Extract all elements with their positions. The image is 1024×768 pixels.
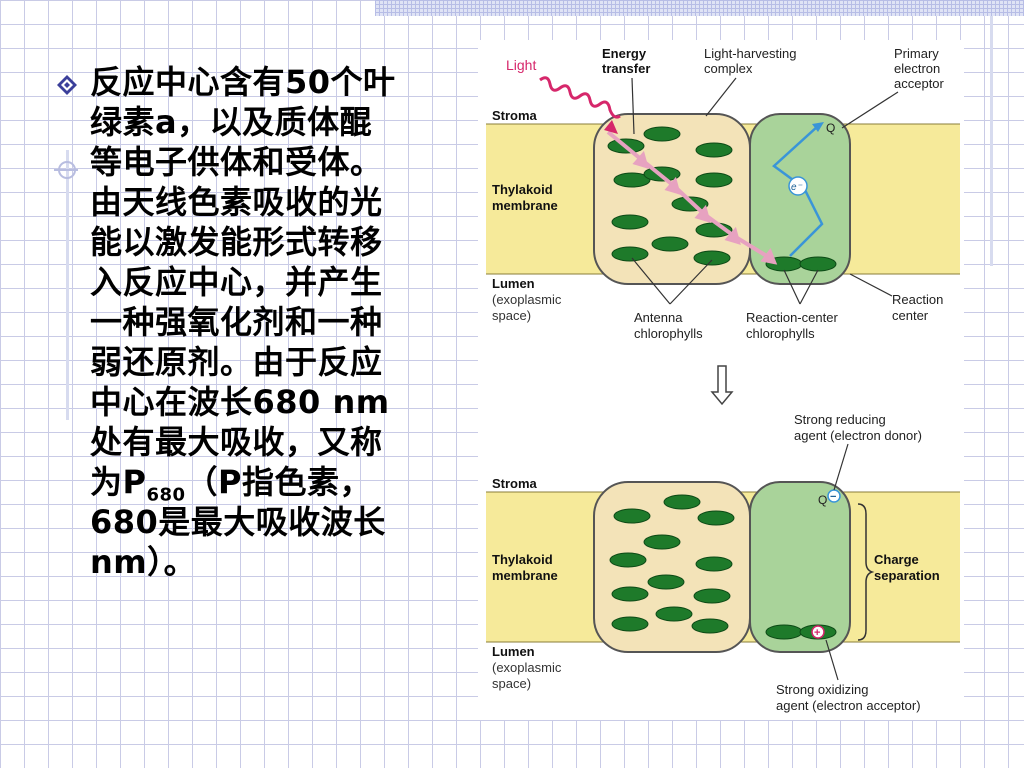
text-line: 能以激发能形式转移: [90, 223, 383, 261]
text-line: 绿素a，以及质体醌: [90, 103, 373, 141]
reaction-center-protein-b: [749, 481, 851, 653]
chlorophyll: [695, 142, 733, 158]
charge-separation-brace: [857, 503, 875, 641]
electron-path-arrowhead: [812, 122, 824, 132]
text-line: 处有最大吸收，又称: [90, 423, 383, 461]
chlorophyll: [651, 236, 689, 252]
charge-separation-label: Charge separation: [874, 552, 940, 583]
chlorophyll: [693, 250, 731, 266]
photosystem-figure: e⁻ Q Light Energy transfer Light-harvest…: [478, 40, 964, 720]
chlorophyll: [613, 508, 651, 524]
chlorophyll: [695, 556, 733, 572]
lumen-label: Lumen: [492, 276, 535, 291]
text-line: 等电子供体和受体。: [90, 143, 383, 181]
primary-acceptor-label: Primary electron acceptor: [894, 46, 945, 91]
antenna-chlorophylls-label: Antenna chlorophylls: [634, 310, 703, 341]
text-line: 入反应中心，并产生: [90, 263, 383, 301]
q-label-b: Q: [818, 493, 827, 507]
text-line: 弱还原剂。由于反应: [90, 343, 383, 381]
light-wave: [539, 76, 621, 119]
text-line: 680是最大吸收波长: [90, 503, 386, 541]
chlorophyll: [647, 574, 685, 590]
minus-label: −: [830, 491, 836, 503]
chlorophyll: [691, 618, 729, 634]
text-line: 中心在波长680 nm: [90, 383, 390, 421]
text-fragment: （P指色素，: [185, 463, 373, 501]
light-harvesting-label: Light-harvesting complex: [704, 46, 800, 76]
text-line: nm）。: [90, 543, 197, 581]
thylakoid-membrane-label-b: Thylakoid membrane: [492, 552, 558, 583]
circle-ornament-icon: [54, 161, 78, 179]
reaction-center-protein: [749, 113, 851, 285]
top-decorative-band: [375, 0, 1024, 16]
chlorophyll: [697, 510, 735, 526]
text-fragment: 为P: [90, 463, 147, 501]
plus-label: +: [814, 627, 820, 639]
down-arrow-icon: [710, 365, 734, 406]
chlorophyll: [663, 494, 701, 510]
photosystem-diagram: e⁻ Q Light Energy transfer Light-harvest…: [486, 46, 960, 713]
chlorophyll: [643, 534, 681, 550]
chlorophyll: [611, 616, 649, 632]
chlorophyll: [693, 588, 731, 604]
light-label: Light: [506, 57, 536, 73]
energy-transfer-label: Energy transfer: [602, 46, 650, 76]
right-decorative-line: [990, 16, 993, 266]
subscript: 680: [146, 484, 186, 506]
chlorophyll: [643, 126, 681, 142]
text-line: 为P680（P指色素，: [90, 462, 460, 506]
energy-transfer-path: [606, 130, 778, 265]
chlorophyll: [695, 172, 733, 188]
reaction-center-chlorophyll: [799, 256, 837, 272]
q-label: Q: [826, 121, 835, 135]
stroma-label: Stroma: [492, 108, 538, 123]
positive-charge-icon: [811, 625, 825, 639]
electron-icon: [788, 176, 808, 196]
oxidizing-agent-label: Strong oxidizing agent (electron accepto…: [776, 682, 921, 713]
text-line: 反应中心含有50个叶: [90, 63, 396, 101]
text-line: 一种强氧化剂和一种: [90, 303, 383, 341]
reaction-center-label: Reaction center: [892, 292, 947, 323]
chlorophyll: [609, 552, 647, 568]
text-line: 由天线色素吸收的光: [90, 183, 383, 221]
left-decorative-line: [66, 150, 69, 420]
electron-label: e⁻: [791, 182, 803, 193]
lumen-label-b: Lumen: [492, 644, 535, 659]
reducing-agent-label: Strong reducing agent (electron donor): [794, 412, 922, 443]
reaction-center-chlorophylls-label: Reaction-center chlorophylls: [746, 310, 841, 341]
exoplasmic-label: (exoplasmic space): [492, 292, 565, 323]
stroma-label-b: Stroma: [492, 476, 538, 491]
diamond-bullet-icon: [57, 75, 77, 95]
exoplasmic-label-b: (exoplasmic space): [492, 660, 565, 691]
chlorophyll: [611, 586, 649, 602]
light-arrowhead-icon: [604, 120, 618, 134]
chlorophyll: [611, 214, 649, 230]
slide-body-text: 反应中心含有50个叶 绿素a，以及质体醌 等电子供体和受体。 由天线色素吸收的光…: [90, 62, 460, 582]
chlorophyll: [655, 606, 693, 622]
thylakoid-membrane-label: Thylakoid membrane: [492, 182, 558, 213]
reaction-center-chlorophyll: [765, 624, 803, 640]
chlorophyll: [613, 172, 651, 188]
chlorophyll: [611, 246, 649, 262]
